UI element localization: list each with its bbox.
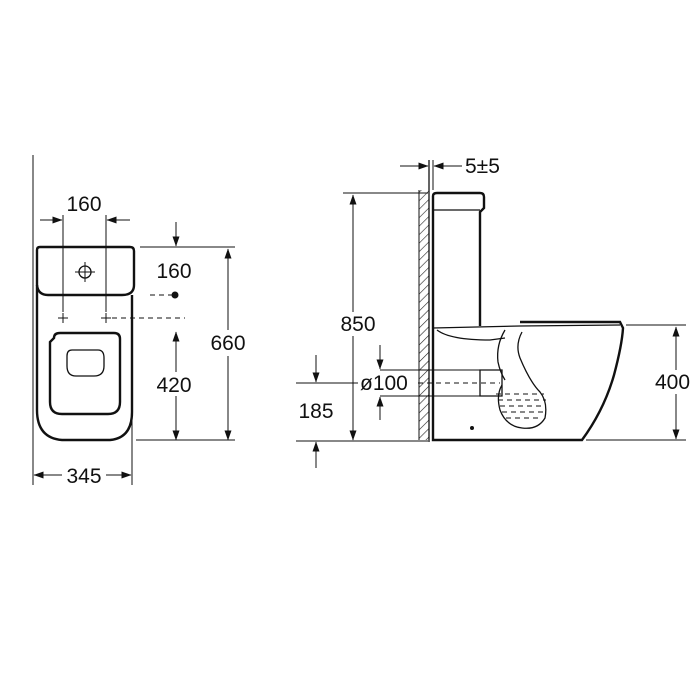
dim-total-height: 660 (210, 332, 245, 355)
dim-inlet-spacing: 160 (66, 193, 101, 216)
inlet-crosshair-icon (75, 262, 95, 282)
label-backdrop-420 (158, 372, 196, 396)
side-trapway-bowl (497, 331, 547, 429)
side-seat-outline (432, 324, 621, 329)
label-backdrop-660 (208, 330, 248, 356)
dim-wall-gap: 5±5 (465, 155, 500, 178)
side-body-outline (431, 196, 625, 442)
dim-outlet-height: 420 (156, 374, 191, 397)
dim-width: 345 (66, 465, 101, 488)
front-seat-opening (66, 349, 105, 377)
dim-tank-height: 850 (340, 313, 375, 336)
label-backdrop-ø100 (359, 372, 417, 394)
dim-outlet-diameter: ø100 (360, 372, 408, 395)
water-level-lines (496, 393, 546, 419)
label-backdrop-345 (62, 463, 106, 487)
dim-seat-height: 400 (655, 371, 690, 394)
label-backdrop-850 (334, 312, 380, 336)
side-fixing-point-icon (470, 426, 474, 430)
dim-outlet-center: 185 (298, 400, 333, 423)
dim-inlet-height: 160 (156, 260, 191, 283)
fixing-point-right-icon (101, 313, 111, 323)
side-tank-outline (431, 191, 486, 326)
wall-hatch (419, 190, 429, 440)
side-view: 5±5 850 ø100 (296, 155, 700, 468)
inlet-point-icon (171, 291, 179, 299)
side-seat-rim (436, 329, 506, 341)
front-body-outline (35, 285, 134, 442)
label-backdrop-400 (654, 370, 700, 394)
front-tank-outline (35, 245, 136, 297)
front-seat-outline (48, 331, 122, 416)
side-outlet-pipe (479, 369, 503, 397)
front-view: 160 160 420 660 345 (32, 155, 248, 488)
fixing-point-left-icon (58, 313, 68, 323)
